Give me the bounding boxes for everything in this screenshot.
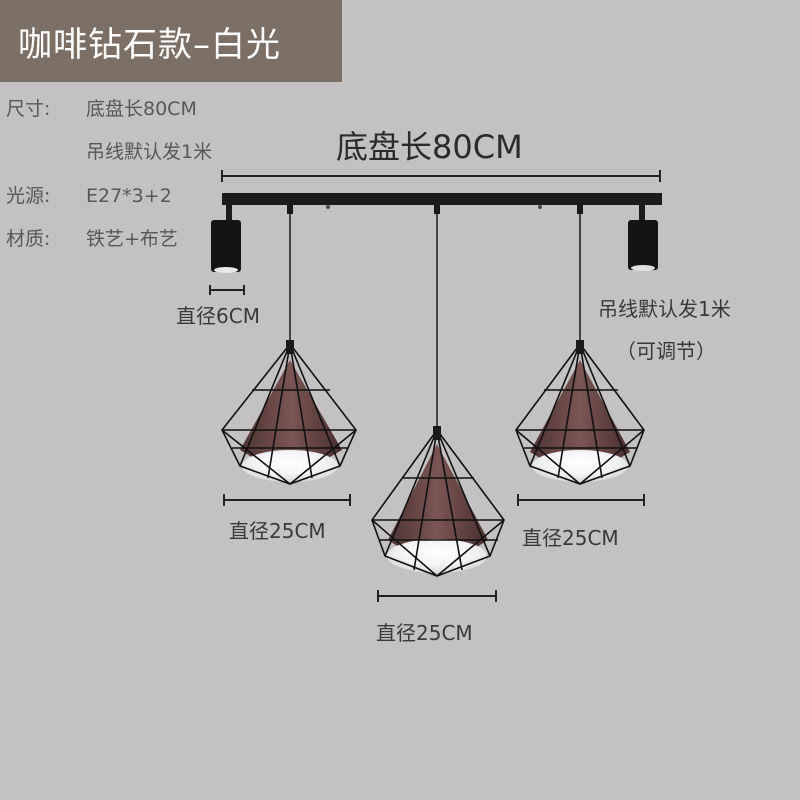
spec-cord-value: 吊线默认发1米 [86, 141, 213, 163]
pendant-cords [289, 205, 581, 428]
base-length-dimension-line [221, 170, 661, 182]
shade-right-dimension-line [517, 494, 645, 506]
right-diamond-cage-lamp [515, 340, 645, 485]
cord-default-label: 吊线默认发1米 [598, 297, 731, 321]
shade-center-dimension-line [377, 590, 497, 602]
center-diamond-cage-lamp [371, 426, 505, 577]
title-bar: 咖啡钻石款–白光 [0, 0, 342, 82]
spec-material-label: 材质: [6, 228, 51, 250]
shade-center-diameter-label: 直径25CM [376, 621, 473, 645]
shade-left-dimension-line [223, 494, 351, 506]
product-title: 咖啡钻石款–白光 [18, 24, 281, 65]
cord-adjustable-label: （可调节） [616, 339, 716, 363]
right-spotlight [628, 204, 658, 271]
spec-light-value: E27*3+2 [86, 185, 172, 207]
base-length-label: 底盘长80CM [336, 128, 523, 166]
spec-material-value: 铁艺+布艺 [86, 228, 178, 250]
spec-size-label: 尺寸: [6, 98, 51, 120]
spot-diameter-label: 直径6CM [176, 304, 260, 328]
left-diamond-cage-lamp [221, 340, 357, 485]
spec-light: 光源: E27*3+2 [6, 181, 172, 208]
spec-light-label: 光源: [6, 185, 51, 207]
shade-right-diameter-label: 直径25CM [522, 526, 619, 550]
spec-material: 材质: 铁艺+布艺 [6, 224, 178, 251]
spec-size-value: 底盘长80CM [86, 98, 197, 120]
spec-cord: 吊线默认发1米 [86, 137, 212, 164]
spot-diameter-dimension-line [209, 285, 245, 295]
spec-size: 尺寸: 底盘长80CM [6, 94, 197, 121]
ceiling-base-bar [222, 193, 662, 205]
left-spotlight [211, 204, 241, 273]
shade-left-diameter-label: 直径25CM [229, 519, 326, 543]
